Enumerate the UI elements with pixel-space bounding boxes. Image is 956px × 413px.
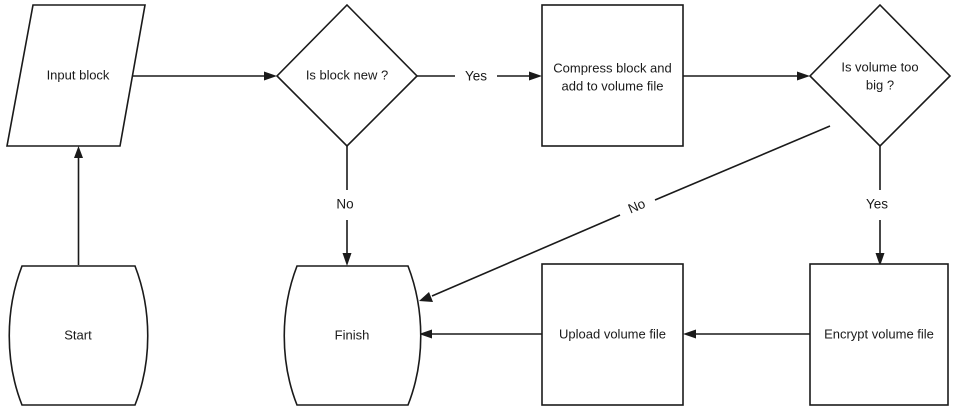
input-block-parallelogram[interactable]	[6, 4, 146, 147]
compress-block-rect[interactable]	[541, 4, 684, 147]
edge-is-block-new-yes-to-compress-block: Yes	[417, 69, 542, 84]
node-finish[interactable]: Finish	[283, 265, 422, 406]
upload-volume-file-label: Upload volume file	[559, 326, 666, 341]
finish-barrel[interactable]	[283, 265, 422, 406]
edge-label-no: No	[626, 196, 648, 217]
start-label: Start	[64, 327, 92, 342]
encrypt-volume-file-label: Encrypt volume file	[824, 326, 934, 341]
node-compress-block[interactable]: Compress block and add to volume file	[541, 4, 684, 147]
input-block-label: Input block	[47, 67, 110, 82]
arrow-head-down-left	[419, 292, 433, 302]
arrow-head-right	[797, 71, 810, 81]
finish-label: Finish	[335, 327, 370, 342]
is-volume-too-big-label-line1: Is volume too	[841, 59, 918, 74]
edge-is-volume-too-big-yes-to-encrypt-volume-file: Yes	[866, 146, 888, 266]
arrow-head-left	[419, 329, 432, 339]
arrow-head-down	[342, 253, 352, 266]
is-block-new-diamond[interactable]	[275, 3, 419, 148]
edge-line-lower-segment	[431, 214, 621, 297]
node-upload-volume-file[interactable]: Upload volume file	[541, 263, 684, 406]
encrypt-volume-file-rect[interactable]	[809, 263, 949, 406]
node-is-block-new[interactable]: Is block new ?	[275, 3, 419, 148]
edge-is-block-new-no-to-finish: No	[336, 146, 354, 266]
node-start[interactable]: Start	[8, 265, 149, 406]
node-is-volume-too-big[interactable]: Is volume too big ?	[808, 3, 952, 148]
start-barrel[interactable]	[8, 265, 149, 406]
node-encrypt-volume-file[interactable]: Encrypt volume file	[809, 263, 949, 406]
is-block-new-label: Is block new ?	[306, 67, 388, 82]
arrow-head-right	[529, 71, 542, 81]
edge-line-upper-segment	[654, 125, 831, 201]
node-input-block[interactable]: Input block	[6, 4, 146, 147]
edge-encrypt-volume-file-to-upload-volume-file	[683, 329, 810, 339]
arrow-head-up	[74, 146, 83, 158]
edge-label-no: No	[336, 197, 353, 212]
edge-is-volume-too-big-no-to-finish: No	[419, 125, 831, 302]
arrow-head-right	[264, 71, 277, 81]
is-volume-too-big-label-line2: big ?	[866, 77, 894, 92]
is-volume-too-big-diamond[interactable]	[808, 3, 952, 148]
upload-volume-file-rect[interactable]	[541, 263, 684, 406]
edge-start-to-input-block	[74, 146, 83, 265]
arrow-head-down	[875, 253, 885, 266]
edge-label-yes: Yes	[866, 197, 888, 212]
edge-upload-volume-file-to-finish	[419, 329, 542, 339]
edge-compress-block-to-is-volume-too-big	[683, 71, 810, 81]
compress-block-label-line1: Compress block and	[553, 60, 672, 75]
edge-label-yes: Yes	[465, 69, 487, 84]
arrow-head-left	[683, 329, 696, 339]
compress-block-label-line2: add to volume file	[562, 78, 664, 93]
edge-input-block-to-is-block-new	[131, 71, 277, 81]
